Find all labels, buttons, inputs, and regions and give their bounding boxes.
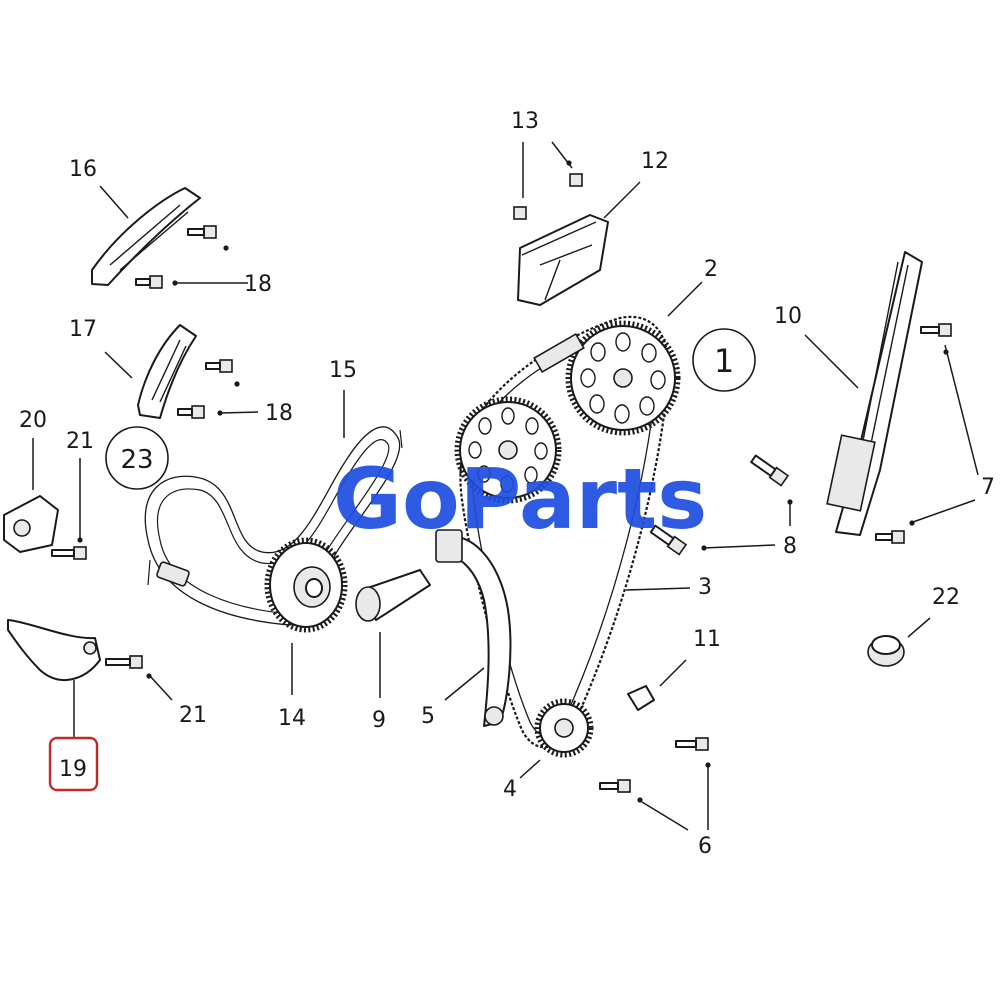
callout-14: 14 bbox=[278, 706, 306, 731]
callout-20: 20 bbox=[19, 408, 47, 433]
callout-15: 15 bbox=[329, 358, 357, 383]
callout-numbers: 2 3 4 5 6 7 8 9 10 11 12 13 14 15 16 17 … bbox=[19, 109, 995, 859]
callout-1: 1 bbox=[714, 342, 734, 380]
callout-4: 4 bbox=[503, 777, 517, 802]
callout-7: 7 bbox=[981, 475, 995, 500]
camshaft-sprocket-intake bbox=[454, 396, 562, 504]
plug-cap bbox=[867, 635, 905, 667]
goparts-logo: GoParts bbox=[333, 450, 707, 548]
callout-11: 11 bbox=[693, 627, 721, 652]
callout-21-lower: 21 bbox=[179, 703, 207, 728]
callout-18-lower: 18 bbox=[265, 401, 293, 426]
callout-2: 2 bbox=[704, 257, 718, 282]
callout-18-upper: 18 bbox=[244, 272, 272, 297]
circled-callout-23: 23 bbox=[105, 426, 169, 490]
callout-17: 17 bbox=[69, 317, 97, 342]
tensioner-body bbox=[3, 495, 59, 553]
idler-pulley bbox=[264, 537, 348, 633]
callout-16: 16 bbox=[69, 157, 97, 182]
bolt-set bbox=[51, 173, 952, 793]
circled-callout-1: 1 bbox=[692, 328, 756, 392]
callout-12: 12 bbox=[641, 149, 669, 174]
chain-tensioner-guide bbox=[435, 529, 512, 727]
tensioner-plunger bbox=[355, 569, 431, 622]
callout-19: 19 bbox=[59, 757, 87, 782]
leader-lines bbox=[32, 141, 979, 831]
highlighted-callout-19[interactable]: 19 bbox=[48, 736, 99, 792]
leader-dots bbox=[77, 160, 949, 803]
callout-6: 6 bbox=[698, 834, 712, 859]
callout-22: 22 bbox=[932, 585, 960, 610]
crankshaft-sprocket bbox=[534, 698, 594, 758]
small-clip bbox=[627, 685, 655, 711]
logo-text: GoParts bbox=[333, 450, 707, 548]
lower-guide bbox=[7, 619, 101, 681]
callout-13: 13 bbox=[511, 109, 539, 134]
chain-guide-bracket bbox=[517, 214, 609, 306]
callout-3: 3 bbox=[698, 575, 712, 600]
callout-5: 5 bbox=[421, 704, 435, 729]
callout-23: 23 bbox=[120, 445, 153, 475]
middle-chain-guide bbox=[137, 324, 197, 419]
callout-9: 9 bbox=[372, 708, 386, 733]
callout-21-upper: 21 bbox=[66, 429, 94, 454]
chain-link-segment bbox=[533, 332, 585, 374]
callout-10: 10 bbox=[774, 304, 802, 329]
accessory-belt bbox=[144, 426, 403, 626]
upper-chain-guide bbox=[91, 187, 201, 286]
camshaft-sprocket-exhaust bbox=[565, 320, 681, 436]
highlight-box bbox=[48, 736, 99, 792]
callout-8: 8 bbox=[783, 534, 797, 559]
chain-guide-rail bbox=[826, 251, 923, 536]
